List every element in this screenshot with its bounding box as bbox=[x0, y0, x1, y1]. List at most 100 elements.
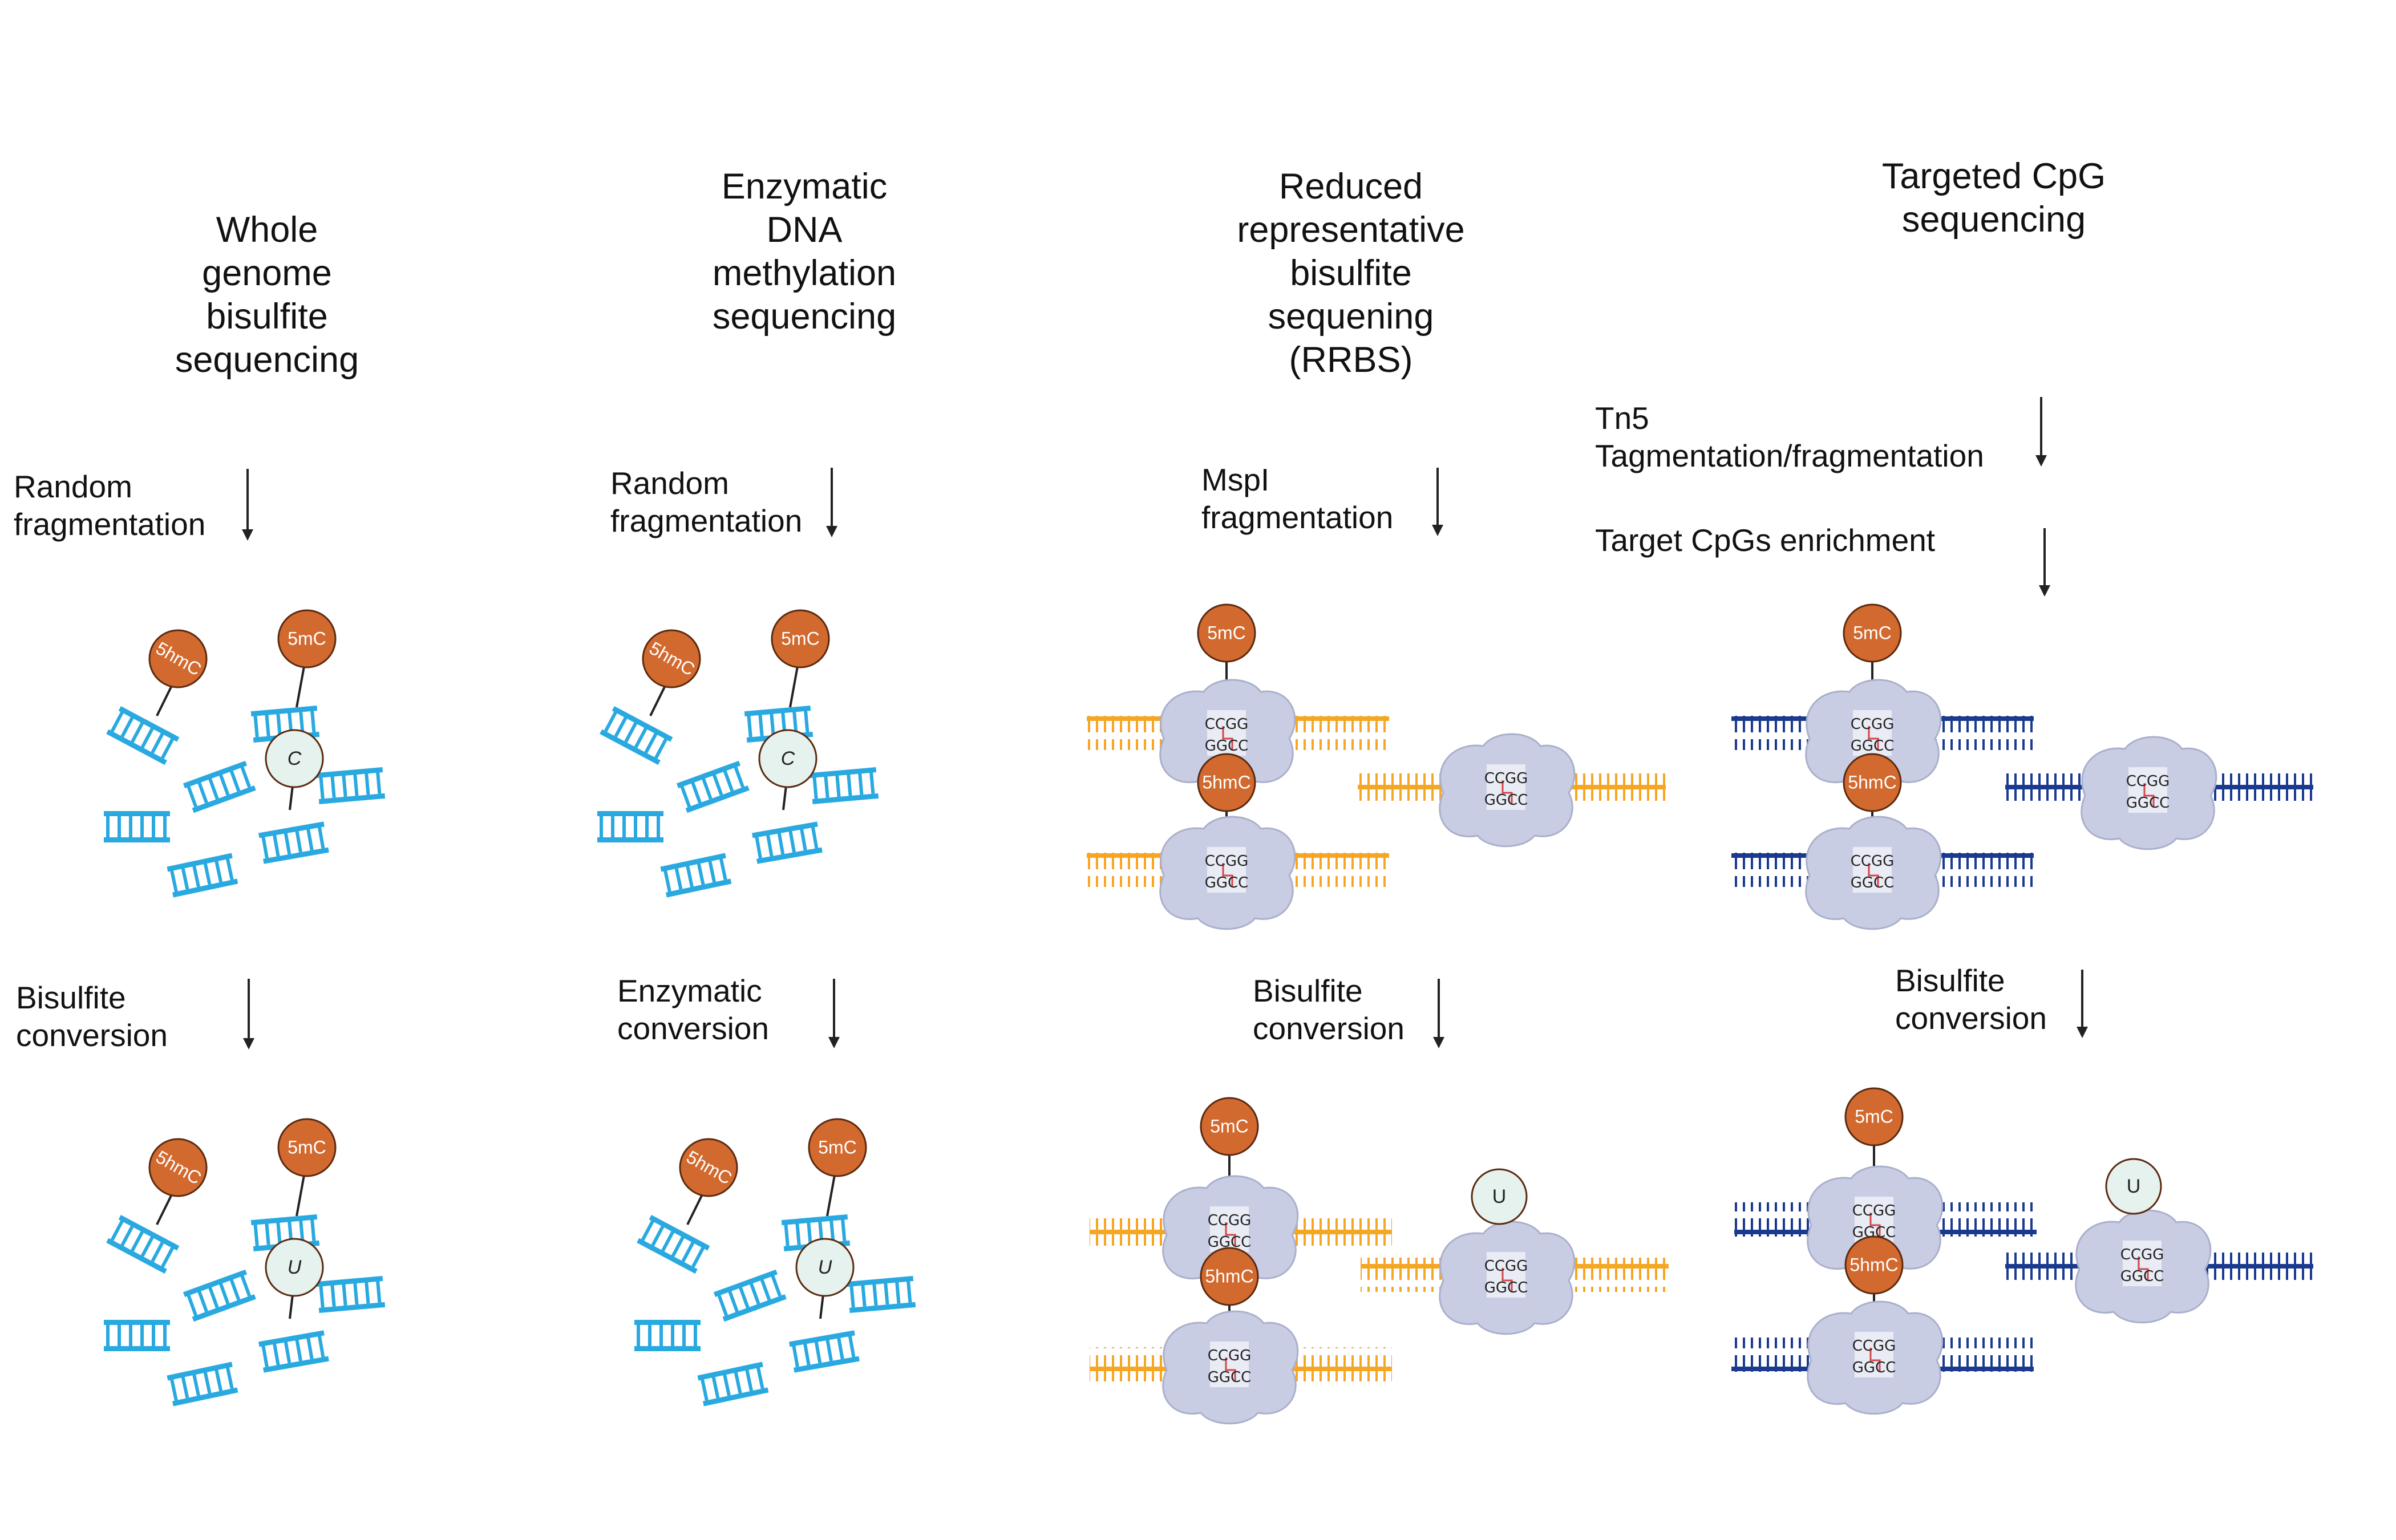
five-hmc-label: 5hmC bbox=[1848, 772, 1896, 792]
five-mc-label: 5mC bbox=[288, 628, 326, 649]
arrowhead-icon bbox=[2035, 455, 2047, 467]
step-rrbs-fragmentation: MspI fragmentation bbox=[1201, 462, 1443, 536]
title-emseq-line-3: methylation bbox=[713, 253, 896, 293]
dna-fragment bbox=[597, 811, 663, 842]
uracil-label: U bbox=[1492, 1186, 1507, 1207]
arrowhead-icon bbox=[826, 526, 837, 537]
seq-bottom: GGCC bbox=[1205, 874, 1249, 891]
mspi-enzyme bbox=[1159, 816, 1296, 930]
title-wgbs-line-4: sequencing bbox=[175, 340, 359, 380]
step-label-line-2: fragmentation bbox=[610, 503, 802, 538]
emseq-fragments-after: 5hmC 5mC U bbox=[634, 1118, 916, 1407]
step-label-line-2: Tagmentation/fragmentation bbox=[1595, 438, 1984, 473]
step-emseq-fragmentation: Random fragmentation bbox=[610, 465, 837, 538]
dna-fragment bbox=[676, 760, 750, 813]
five-hmc-ball: 5hmC bbox=[1843, 753, 1902, 812]
seq-bottom: GGCC bbox=[2126, 795, 2170, 812]
title-rrbs-line-3: bisulfite bbox=[1290, 253, 1412, 293]
seq-top: CCGG bbox=[1852, 1202, 1896, 1219]
seq-bottom: GGCC bbox=[2120, 1268, 2164, 1285]
mspi-enzyme bbox=[1439, 733, 1576, 848]
seq-top: CCGG bbox=[1208, 1212, 1252, 1229]
five-hmc-ball: 5hmC bbox=[148, 629, 208, 688]
dna-fragment bbox=[316, 1276, 386, 1313]
title-rrbs-line-5: (RRBS) bbox=[1289, 340, 1413, 380]
uracil-label: U bbox=[2127, 1176, 2141, 1197]
title-rrbs-line-1: Reduced bbox=[1279, 167, 1423, 206]
five-mc-ball: 5mC bbox=[1843, 603, 1902, 663]
seq-top: CCGG bbox=[1852, 1338, 1896, 1355]
seq-bottom: GGCC bbox=[1484, 792, 1528, 809]
arrowhead-icon bbox=[1432, 525, 1443, 536]
title-targeted-line-2: sequencing bbox=[1902, 200, 2086, 240]
seq-top: CCGG bbox=[1851, 853, 1895, 870]
mspi-enzyme bbox=[1162, 1310, 1299, 1425]
uracil-base: U bbox=[795, 1238, 855, 1297]
title-wgbs-line-1: Whole bbox=[216, 210, 318, 250]
title-targeted-line-1: Targeted CpG bbox=[1882, 156, 2106, 196]
seq-bottom: GGCC bbox=[1484, 1279, 1528, 1296]
seq-bottom: GGCC bbox=[1208, 1369, 1252, 1386]
emseq-fragments-before: 5hmC 5mC C bbox=[597, 609, 879, 898]
dna-fragment bbox=[258, 821, 329, 864]
capture-enzyme bbox=[2081, 736, 2217, 850]
capture-enzyme bbox=[1807, 1300, 1944, 1415]
dna-fragment bbox=[167, 1361, 238, 1407]
dna-fragment bbox=[183, 760, 256, 813]
step-label-line-1: Random bbox=[610, 465, 729, 501]
step-targeted-tagmentation: Tn5 Tagmentation/fragmentation bbox=[1595, 397, 2047, 473]
dna-fragment bbox=[752, 821, 823, 864]
seq-bottom: GGCC bbox=[1852, 1359, 1896, 1376]
dna-fragment bbox=[600, 706, 673, 765]
five-hmc-ball: 5hmC bbox=[1844, 1235, 1904, 1295]
step-label-line-2: conversion bbox=[1895, 1000, 2047, 1036]
cytosine-label: C bbox=[288, 748, 302, 769]
five-mc-label: 5mC bbox=[1210, 1116, 1249, 1136]
five-mc-label: 5mC bbox=[1853, 622, 1892, 643]
step-label-line-1: MspI bbox=[1201, 462, 1269, 497]
title-wgbs-line-2: genome bbox=[202, 253, 332, 293]
title-wgbs-line-3: bisulfite bbox=[206, 297, 328, 337]
arrowhead-icon bbox=[828, 1037, 840, 1048]
seq-top: CCGG bbox=[1851, 716, 1895, 733]
five-mc-label: 5mC bbox=[1207, 622, 1246, 643]
five-mc-ball: 5mC bbox=[277, 1118, 337, 1177]
step-label-line-1: Tn5 bbox=[1595, 400, 1649, 436]
step-label-line-1: Enzymatic bbox=[617, 973, 762, 1008]
uracil-base: U bbox=[1471, 1168, 1528, 1225]
five-mc-ball: 5mC bbox=[1197, 603, 1256, 663]
step-label-line-2: conversion bbox=[16, 1018, 168, 1053]
five-hmc-label: 5hmC bbox=[1849, 1254, 1898, 1275]
seq-top: CCGG bbox=[2120, 1246, 2164, 1263]
dna-fragment bbox=[183, 1269, 256, 1322]
uracil-label: U bbox=[818, 1257, 832, 1278]
five-mc-label: 5mC bbox=[818, 1137, 857, 1157]
targeted-group-before: CCGG GGCC CCGG GGCC 5mC 5hmC CCGG GGCC bbox=[1731, 603, 2313, 930]
five-mc-label: 5mC bbox=[288, 1137, 326, 1157]
dna-fragment bbox=[106, 706, 180, 765]
dna-fragment bbox=[713, 1269, 787, 1322]
seq-bottom: GGCC bbox=[1851, 737, 1895, 755]
seq-top: CCGG bbox=[1205, 853, 1249, 870]
step-emseq-conversion: Enzymatic conversion bbox=[617, 973, 840, 1048]
step-label-line-2: fragmentation bbox=[14, 506, 205, 542]
step-label-line-1: Bisulfite bbox=[1253, 973, 1363, 1008]
step-label-line-2: fragmentation bbox=[1201, 500, 1393, 535]
arrowhead-icon bbox=[243, 1038, 254, 1049]
uracil-label: U bbox=[288, 1257, 302, 1278]
five-hmc-label: 5hmC bbox=[1205, 1266, 1253, 1286]
five-hmc-label: 5hmC bbox=[1202, 772, 1250, 792]
wgbs-fragments-before: 5hmC 5mC C bbox=[104, 609, 386, 898]
targeted-group-after: CCGG GGCC CCGG GGCC 5mC 5hmC CCGG GGCC U bbox=[1731, 1087, 2313, 1415]
rrbs-group-after: CCGG GGCC CCGG GGCC 5mC 5hmC CCGG GGCC U bbox=[1090, 1097, 1669, 1425]
five-mc-ball: 5mC bbox=[808, 1118, 867, 1177]
dna-fragment bbox=[789, 1330, 860, 1373]
five-mc-label: 5mC bbox=[781, 628, 820, 649]
dna-fragment bbox=[167, 853, 238, 898]
five-mc-ball: 5mC bbox=[771, 609, 830, 668]
dna-fragment bbox=[810, 767, 879, 804]
title-rrbs: Reduced representative bisulfite sequeni… bbox=[1237, 167, 1464, 380]
uracil-base: U bbox=[265, 1238, 324, 1297]
five-hmc-ball: 5hmC bbox=[148, 1138, 208, 1197]
five-mc-ball: 5mC bbox=[277, 609, 337, 668]
